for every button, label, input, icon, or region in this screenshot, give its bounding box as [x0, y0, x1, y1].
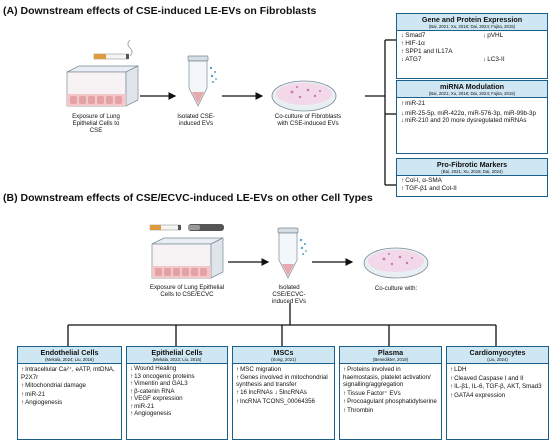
mirna-box: miRNA Modulation (Bai, 2021; Xu, 2018; D…	[396, 80, 548, 154]
list-item: ↑Thrombin	[343, 406, 374, 414]
list-item: ↑Genes involved in mitochondrial synthes…	[236, 373, 328, 389]
cardiomyocytes-box: Cardiomyocytes (Liu, 2024) ↑LDH ↑Cleaved…	[446, 346, 549, 440]
list-item: ↑Angiogenesis	[130, 410, 172, 417]
section-a-title: (A) Downstream effects of CSE-induced LE…	[3, 5, 317, 17]
box-refs: (Song, 2021)	[271, 357, 296, 362]
epithelial-culture-icon	[151, 237, 224, 279]
list-item: ↓Wound Healing	[130, 365, 177, 372]
step2-label: Isolated CSE-induced EVs	[177, 113, 215, 128]
step1-label: Exposure of Lung Epithelial Cells to CSE	[72, 113, 120, 135]
list-item: ↑Tissue Factor⁺ EVs	[343, 389, 401, 397]
list-item: ↓miR-25-5p, miR-422α, miR-576-3p, miR-99…	[401, 109, 536, 117]
box-title: Gene and Protein Expression	[421, 15, 523, 24]
list-item: ↑MSC migration	[236, 366, 282, 373]
box-title: Pro-Fibrotic Markers	[436, 160, 508, 169]
box-title: Endothelial Cells	[40, 348, 99, 357]
list-item: ↑LDH	[450, 366, 467, 373]
box-title: Epithelial Cells	[151, 348, 203, 357]
box-refs: (Liu, 2024)	[487, 357, 508, 362]
list-item: ↓ATG7↓LC3-II	[401, 56, 505, 63]
list-item: ↑TGF-β1 and Col-II	[401, 185, 457, 192]
list-item: ↑SPP1 and IL17A	[401, 48, 453, 55]
gene-protein-box: Gene and Protein Expression (Bai, 2021; …	[396, 13, 548, 79]
ev-tube-icon	[277, 227, 307, 279]
list-item: ↑Col-I, α-SMA	[401, 177, 442, 184]
endothelial-box: Endothelial Cells (Mekala, 2024; Liu, 20…	[17, 346, 122, 440]
list-item: ↑GATA4 expression	[450, 391, 506, 399]
list-item: ↑miR-21	[401, 100, 426, 107]
box-refs: (Bai, 2021; Xu, 2018; Dai, 2024; Fujita,…	[428, 24, 516, 29]
box-refs: (Bai, 2021; Xu, 2018; Dai, 2024; Fujita,…	[428, 91, 516, 96]
list-item: ↑Proteins involved in haemostasis, plate…	[343, 366, 431, 388]
step1-label: Exposure of Lung Epithelial Cells to CSE…	[149, 284, 225, 299]
list-item: ↑Intracellular Ca²⁺, eATP, mtDNA, P2X7r	[21, 366, 115, 381]
box-title: MSCs	[273, 348, 294, 357]
mscs-box: MSCs (Song, 2021) ↑MSC migration ↑Genes …	[232, 346, 335, 440]
list-item: ↑HIF-1α	[401, 40, 425, 47]
list-item: ↑Vimentin and GAL3	[130, 380, 188, 387]
lung-epithelial-culture-icon	[66, 65, 139, 107]
box-title: Cardiomyocytes	[469, 348, 526, 357]
box-title: Plasma	[377, 348, 404, 357]
list-item: ↑β-catenin RNA	[130, 387, 175, 395]
list-item: ↑Angiogenesis	[21, 399, 63, 406]
list-item: ↑lncRNA TCONS_00064356	[236, 398, 315, 405]
coculture-dish-icon	[363, 247, 429, 279]
list-item: ↑16 lncRNAs ↓ 5lncRNAs	[236, 388, 307, 396]
list-item: ↑13 oncogenic proteins	[130, 372, 195, 380]
step3-label: Co-culture of Fibroblasts with CSE-induc…	[274, 113, 342, 128]
list-item: ↓miR-210 and 20 more dysregulated miRNAs	[401, 117, 527, 124]
list-item: ↑miR-21	[130, 402, 155, 410]
box-refs: (Bai, 2021; Xu, 2018; Dai, 2024)	[441, 169, 503, 174]
fibroblast-dish-icon	[271, 80, 337, 112]
box-title: miRNA Modulation	[439, 82, 504, 91]
list-item: ↑miR-21	[21, 390, 46, 398]
list-item: ↑Cleaved Caspase I and II	[450, 374, 524, 382]
cigarette-icon	[93, 39, 133, 60]
step2-label: Isolated CSE/ECVC-induced EVs	[271, 284, 307, 306]
list-item: ↑Procoagulant phosphatidylserine	[343, 398, 437, 405]
list-item: ↑VEGF expression	[130, 395, 183, 402]
list-item: ↑Mitochondrial damage	[21, 382, 86, 389]
plasma-box: Plasma (Benedikter, 2019) ↑Proteins invo…	[339, 346, 442, 440]
ev-tube-icon	[187, 55, 217, 107]
pro-fibrotic-box: Pro-Fibrotic Markers (Bai, 2021; Xu, 201…	[396, 158, 548, 197]
epithelial-box: Epithelial Cells (Mekala, 2023; Liu, 201…	[126, 346, 228, 440]
list-item: ↑IL-β1, IL-6, TGF-β, AKT, Smad3	[450, 383, 542, 390]
box-refs: (Mekala, 2024; Liu, 2016)	[45, 357, 94, 362]
box-refs: (Benedikter, 2019)	[372, 357, 409, 362]
list-item: ↓Smad7↓pVHL	[401, 32, 504, 39]
cigarette-ecig-icon	[149, 224, 224, 231]
section-b-title: (B) Downstream effects of CSE/ECVC-induc…	[3, 192, 373, 204]
box-refs: (Mekala, 2023; Liu, 2016)	[152, 357, 202, 362]
step3-label: Co-culture with:	[374, 285, 418, 292]
